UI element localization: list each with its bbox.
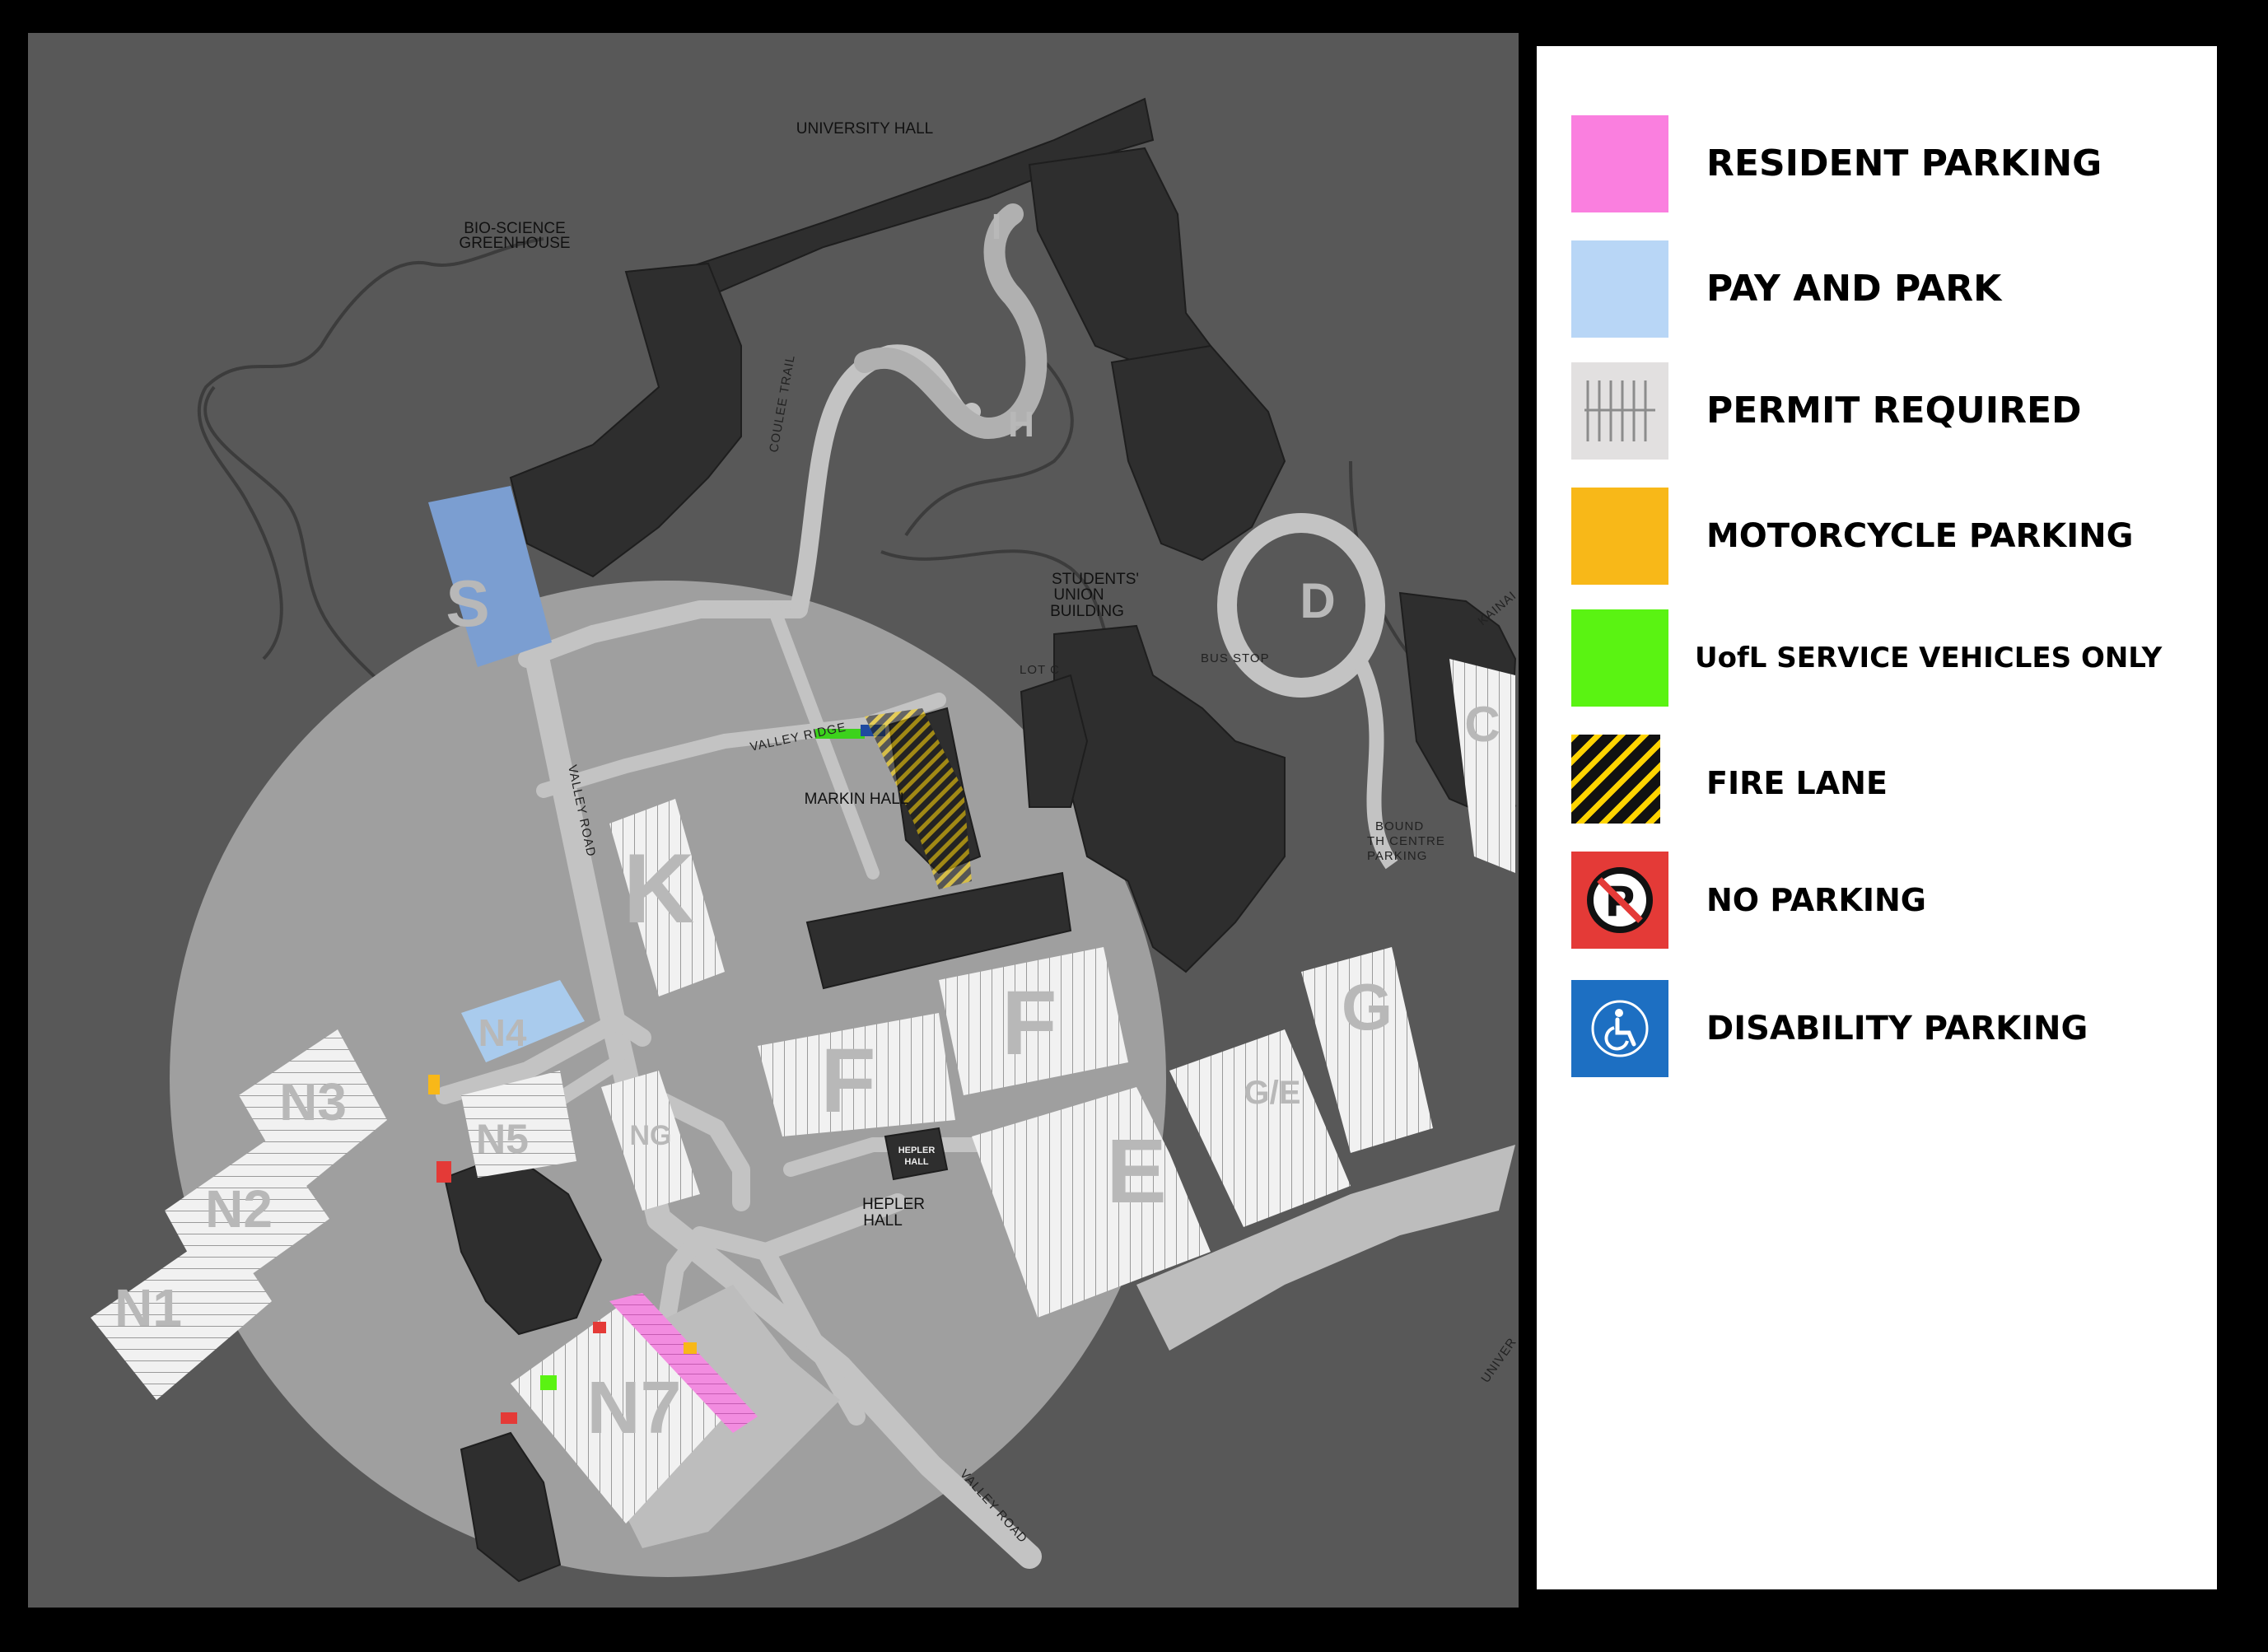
legend-pay-and-park: PAY AND PARK bbox=[1571, 240, 2214, 339]
lot-e-area bbox=[972, 1087, 1211, 1318]
legend-service-vehicles: UofL SERVICE VEHICLES ONLY bbox=[1571, 609, 2214, 708]
legend-resident-parking: RESIDENT PARKING bbox=[1571, 115, 2214, 214]
lot-label-i: I bbox=[992, 207, 1001, 247]
legend-motorcycle-parking: MOTORCYCLE PARKING bbox=[1571, 488, 2214, 586]
legend-permit-required: PERMIT REQUIRED bbox=[1571, 362, 2214, 461]
parking-lots bbox=[91, 486, 1515, 1524]
legend-label: DISABILITY PARKING bbox=[1706, 1010, 2088, 1048]
lot-label-n1: N1 bbox=[114, 1278, 182, 1337]
university-hall-label: UNIVERSITY HALL bbox=[796, 120, 933, 138]
lot-n5-area bbox=[461, 1071, 576, 1178]
lot-n7-resident-strip bbox=[609, 1293, 758, 1433]
lot-label-h: H bbox=[1008, 404, 1034, 445]
no-parking-marker-n7 bbox=[501, 1412, 517, 1424]
lot-g-area bbox=[1301, 947, 1433, 1153]
lot-label-ng: NG bbox=[630, 1120, 672, 1151]
lot-label-n3: N3 bbox=[279, 1072, 347, 1132]
light-blue-swatch-icon bbox=[1571, 240, 1668, 338]
hepler-hall-sign-building bbox=[884, 1127, 949, 1181]
parking-stalls-icon bbox=[1571, 362, 1668, 460]
students-union-label-2: UNION bbox=[1053, 586, 1104, 604]
lot-label-d: D bbox=[1300, 573, 1335, 628]
lot-c-road-label: LOT C bbox=[1020, 663, 1060, 677]
lot-d-loop bbox=[1217, 513, 1398, 870]
lot-label-n2: N2 bbox=[205, 1179, 273, 1239]
legend-label: PERMIT REQUIRED bbox=[1706, 390, 2082, 432]
fire-lane-markin bbox=[865, 708, 972, 889]
legend-label: PAY AND PARK bbox=[1706, 268, 2002, 310]
lot-labels: S K F F E G/E G D C I H N1 N2 N3 N4 N5 N… bbox=[114, 207, 1500, 1449]
markin-hall-label: MARKIN HALL bbox=[805, 791, 909, 808]
greenhouse-label-1: BIO-SCIENCE bbox=[464, 220, 566, 237]
lot-label-c: C bbox=[1464, 697, 1500, 752]
legend-label: NO PARKING bbox=[1706, 882, 1926, 918]
no-parking-icon: P bbox=[1571, 852, 1668, 949]
lot-f-west-area bbox=[758, 1013, 955, 1136]
lot-label-n5: N5 bbox=[476, 1116, 529, 1162]
building-labels: UNIVERSITY HALL BIO-SCIENCE GREENHOUSE S… bbox=[459, 120, 1139, 1230]
legend-label: MOTORCYCLE PARKING bbox=[1706, 517, 2134, 555]
lot-n4-area bbox=[461, 980, 585, 1062]
lot-label-k: K bbox=[623, 833, 695, 944]
students-union-building bbox=[1053, 624, 1286, 973]
legend-fire-lane: FIRE LANE bbox=[1571, 735, 2214, 833]
legend-panel: RESIDENT PARKING PAY AND PARK PERMIT REQ… bbox=[1537, 46, 2217, 1589]
legend-disability-parking: DISABILITY PARKING bbox=[1571, 980, 2214, 1079]
students-union-label-3: BUILDING bbox=[1050, 603, 1124, 620]
pink-swatch-icon bbox=[1571, 115, 1668, 212]
lot-ge-area bbox=[1169, 1029, 1351, 1227]
lot-label-f-west: F bbox=[820, 1030, 875, 1132]
switchback-road bbox=[854, 203, 1048, 440]
lot-ng-area bbox=[601, 1071, 700, 1211]
legend-label: FIRE LANE bbox=[1706, 765, 1888, 801]
fire-lane-stripes-icon bbox=[1571, 735, 1660, 824]
lot-c-area bbox=[1449, 659, 1515, 873]
legend-label: RESIDENT PARKING bbox=[1706, 142, 2102, 184]
legend-label: UofL SERVICE VEHICLES ONLY bbox=[1695, 642, 2163, 674]
lot-label-g: G bbox=[1342, 970, 1393, 1043]
hepler-hall-label-1: HEPLER bbox=[862, 1196, 925, 1213]
lot-n3-area bbox=[239, 1029, 387, 1194]
motorcycle-marker-n7 bbox=[684, 1342, 697, 1354]
orange-swatch-icon bbox=[1571, 488, 1668, 585]
hepler-hall-label-2: HALL bbox=[863, 1212, 903, 1230]
markers bbox=[428, 708, 972, 1424]
lot-s-area bbox=[428, 486, 552, 667]
buildings bbox=[443, 97, 1517, 1583]
no-parking-marker-n7b bbox=[593, 1322, 606, 1333]
hepler-sign-label-1: HEPLER bbox=[898, 1146, 936, 1155]
motorcycle-marker-n4 bbox=[428, 1075, 440, 1094]
no-parking-marker-n5 bbox=[436, 1161, 451, 1183]
bound-label-3: PARKING bbox=[1367, 849, 1427, 863]
lot-f-east-area bbox=[939, 947, 1128, 1095]
legend-no-parking: P NO PARKING bbox=[1571, 852, 2214, 950]
students-union-label-1: STUDENTS' bbox=[1052, 571, 1139, 588]
lot-k-area bbox=[609, 799, 725, 996]
bound-label-2: TH CENTRE bbox=[1367, 834, 1445, 848]
green-swatch-icon bbox=[1571, 609, 1668, 707]
lot-label-e: E bbox=[1106, 1121, 1166, 1222]
bound-label-1: BOUND bbox=[1375, 819, 1424, 833]
service-vehicles-strip bbox=[815, 729, 865, 739]
lot-label-s: S bbox=[446, 567, 489, 640]
university-hall-building bbox=[673, 97, 1155, 298]
bus-stop-label: BUS STOP bbox=[1201, 651, 1270, 665]
service-marker-n7 bbox=[540, 1375, 557, 1390]
wheelchair-icon bbox=[1571, 980, 1668, 1077]
lot-label-ge: G/E bbox=[1244, 1075, 1301, 1111]
lot-label-n7: N7 bbox=[586, 1367, 681, 1449]
hepler-sign-label-2: HALL bbox=[904, 1157, 929, 1167]
lot-label-n4: N4 bbox=[478, 1011, 527, 1054]
greenhouse-label-2: GREENHOUSE bbox=[459, 235, 570, 252]
lot-label-f-east: F bbox=[1001, 973, 1057, 1074]
